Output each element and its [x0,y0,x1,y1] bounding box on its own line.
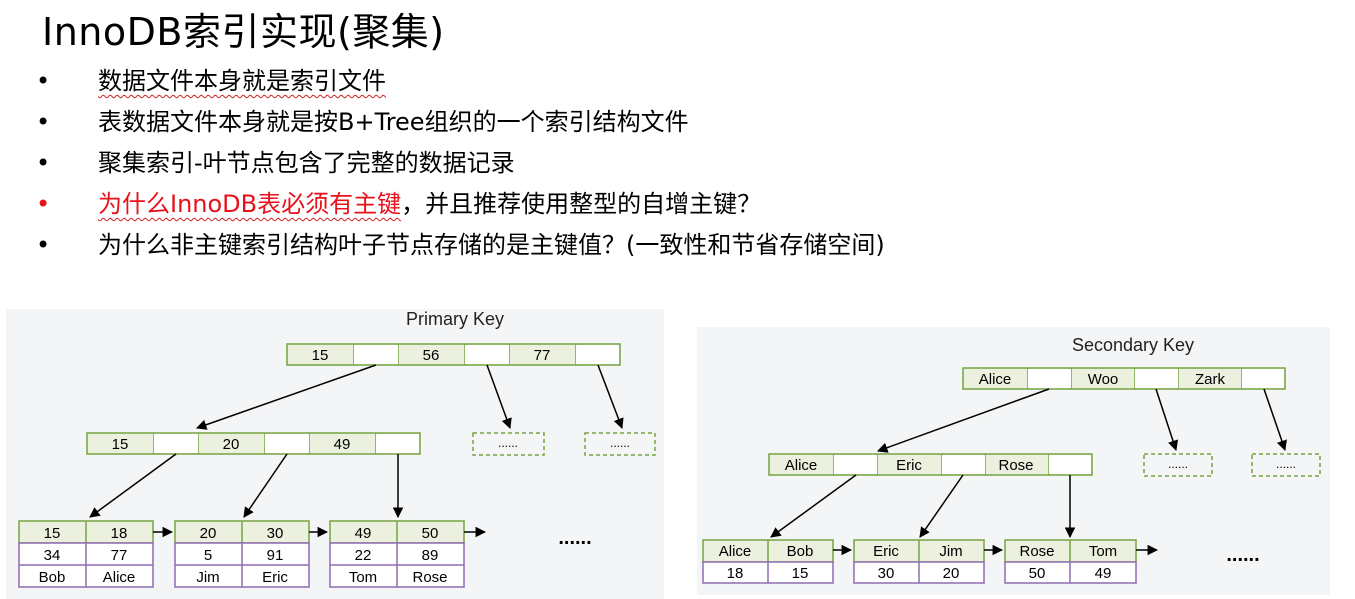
pointer-arrow [89,453,177,518]
bullet-dot: • [36,108,51,136]
placeholder-dots: ...... [610,436,630,450]
leaf-ellipsis: ...... [558,527,591,549]
bullet-text-highlight: 为什么InnoDB表必须有主键 [98,190,402,218]
node-key: 15 [312,347,329,364]
leaf-value: 30 [878,565,895,582]
leaf-key: Eric [873,543,899,560]
leaf-value: 91 [267,547,284,564]
leaf-value: 15 [792,565,809,582]
leaf-value: Rose [412,569,447,586]
primary-root-node: 15 56 77 [286,343,621,366]
secondary-leaf-node: Alice Bob 18 15 [702,539,834,584]
node-key: Rose [998,457,1033,474]
leaf-key: 49 [355,525,372,542]
pointer-arrow [770,474,857,538]
slide-title: InnoDB索引实现(聚集) [42,10,445,54]
pointer-arrow [196,364,377,430]
bullet-text: 聚集索引-叶节点包含了完整的数据记录 [98,149,515,177]
leaf-key: Alice [719,543,752,560]
pointer-arrow [486,364,512,429]
bullet-text: 为什么InnoDB表必须有主键，并且推荐使用整型的自增主键？ [98,187,761,221]
primary-placeholder-node: ...... [584,432,656,456]
leaf-value: 20 [943,565,960,582]
leaf-value: Tom [349,569,377,586]
leaf-value: 34 [44,547,61,564]
secondary-placeholder-node: ...... [1251,453,1321,477]
leaf-key: 20 [200,525,217,542]
secondary-key-label: Secondary Key [1072,335,1194,355]
placeholder-dots: ...... [498,436,518,450]
bullet-dot: • [36,231,51,259]
bullet-dot: • [36,149,51,177]
node-key: 56 [423,347,440,364]
node-key: Woo [1088,371,1119,388]
node-key: Alice [785,457,818,474]
bullet-dot: • [36,190,51,218]
leaf-value: 22 [355,547,372,564]
secondary-placeholder-node: ...... [1143,453,1213,477]
leaf-key: 30 [267,525,284,542]
bullet-text: 数据文件本身就是索引文件 [98,67,386,95]
pointer-arrow [877,388,1050,453]
secondary-internal-node: Alice Eric Rose [768,453,1093,476]
leaf-key: 50 [422,525,439,542]
pointer-arrow [919,474,964,538]
secondary-root-node: Alice Woo Zark [962,367,1286,390]
node-key: 77 [534,347,551,364]
leaf-value: 5 [204,547,212,564]
leaf-key: Rose [1019,543,1054,560]
placeholder-dots: ...... [1168,457,1188,471]
node-key: Eric [896,457,922,474]
node-key: 15 [112,436,129,453]
bullet-text-rest: ，并且推荐使用整型的自增主键？ [401,190,762,218]
leaf-value: 18 [727,565,744,582]
node-key: Alice [979,371,1012,388]
secondary-leaf-node: Eric Jim 30 20 [853,539,985,584]
leaf-value: 49 [1095,565,1112,582]
leaf-key: 18 [111,525,128,542]
pointer-arrow [597,364,624,429]
placeholder-dots: ...... [1276,457,1296,471]
primary-internal-node: 15 20 49 [86,432,421,455]
bullet-dot: • [36,67,51,95]
leaf-value: 89 [422,547,439,564]
bullet-text: 为什么非主键索引结构叶子节点存储的是主键值？(一致性和节省存储空间) [98,231,885,259]
leaf-key: 15 [44,525,61,542]
primary-leaf-node: 49 50 22 89 Tom Rose [329,520,465,588]
bullet-text: 表数据文件本身就是按B+Tree组织的一个索引结构文件 [98,108,689,136]
node-key: 49 [334,436,351,453]
leaf-value: 77 [111,547,128,564]
leaf-key: Jim [939,543,962,560]
leaf-value: Bob [39,569,66,586]
primary-leaf-node: 20 30 5 91 Jim Eric [174,520,310,588]
secondary-leaf-node: Rose Tom 50 49 [1004,539,1137,584]
primary-key-label: Primary Key [406,309,504,329]
leaf-key: Tom [1089,543,1117,560]
pointer-arrow [243,453,288,518]
leaf-value: Jim [196,569,219,586]
pointer-arrow [1155,388,1179,451]
node-key: 20 [223,436,240,453]
leaf-value: Eric [262,569,288,586]
leaf-value: 50 [1029,565,1046,582]
primary-placeholder-node: ...... [472,432,545,456]
pointer-arrow [1263,388,1287,451]
leaf-ellipsis: ...... [1226,544,1259,566]
leaf-key: Bob [787,543,814,560]
node-key: Zark [1195,371,1226,388]
leaf-value: Alice [103,569,136,586]
